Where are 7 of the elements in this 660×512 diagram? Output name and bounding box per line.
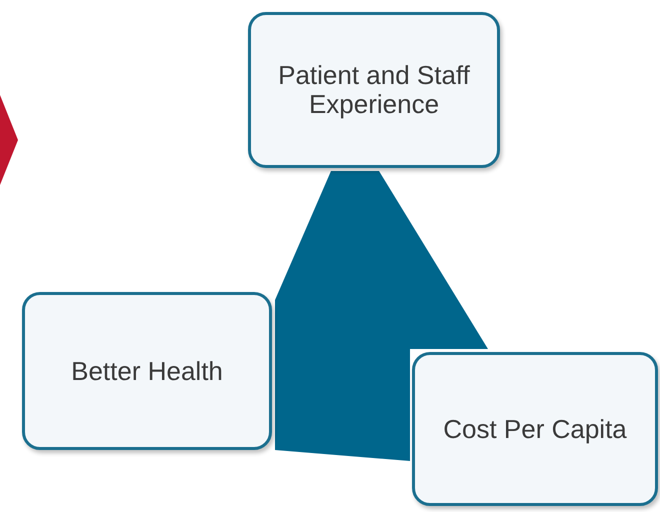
- box-label: Patient and Staff Experience: [277, 61, 471, 119]
- rounded-box: [248, 12, 500, 168]
- box-label: Cost Per Capita: [443, 414, 627, 444]
- box-label: Better Health: [71, 356, 223, 386]
- diamond-shape: [0, 95, 18, 185]
- rounded-box: [412, 352, 658, 506]
- rounded-box: [22, 292, 272, 450]
